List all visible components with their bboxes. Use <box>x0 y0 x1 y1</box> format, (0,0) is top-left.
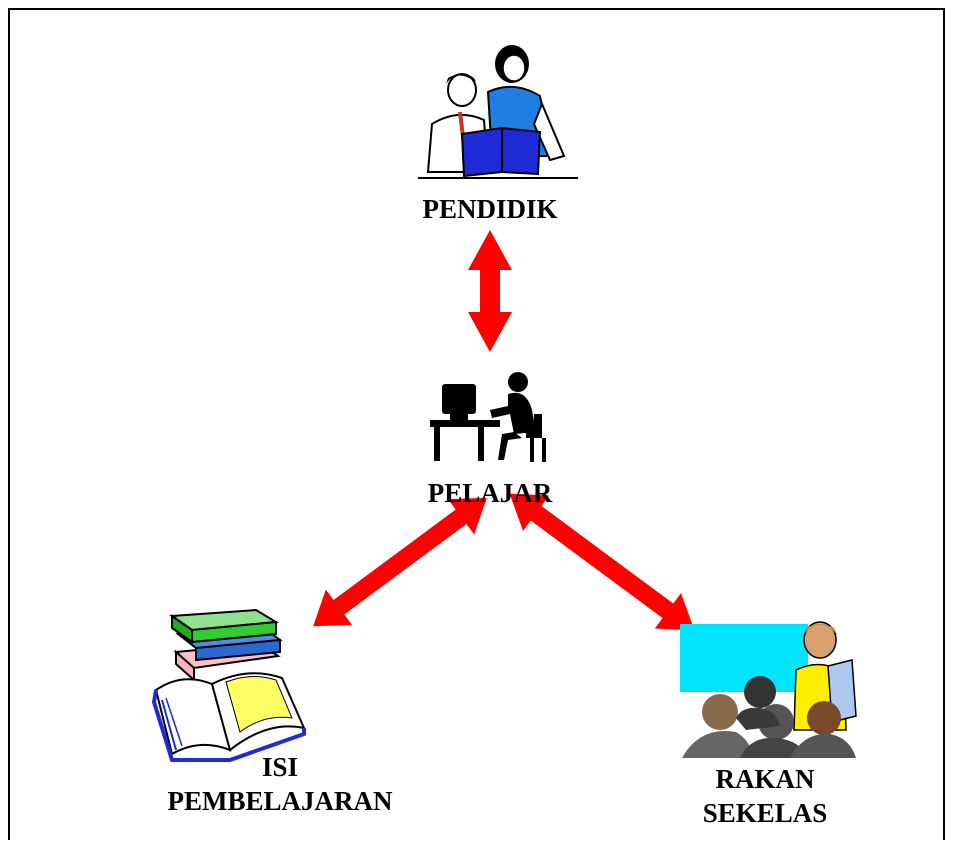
diagram-frame <box>8 8 945 840</box>
isi-label-line2: PEMBELAJARAN <box>167 786 393 816</box>
classroom-illustration <box>680 621 857 758</box>
rakan-label-line2: SEKELAS <box>702 798 828 828</box>
isi-label-line1: ISI <box>261 752 299 782</box>
rakan-label-line1: RAKAN <box>715 764 815 794</box>
arrow-pelajar-rakan <box>509 493 695 631</box>
arrow-pendidik-pelajar <box>468 230 512 352</box>
teachers-illustration <box>418 45 578 179</box>
student-computer-icon <box>430 372 546 462</box>
books-illustration <box>151 608 306 762</box>
arrow-pelajar-isi <box>313 497 487 627</box>
pendidik-label: PENDIDIK <box>422 194 558 224</box>
pelajar-label: PELAJAR <box>427 478 553 508</box>
